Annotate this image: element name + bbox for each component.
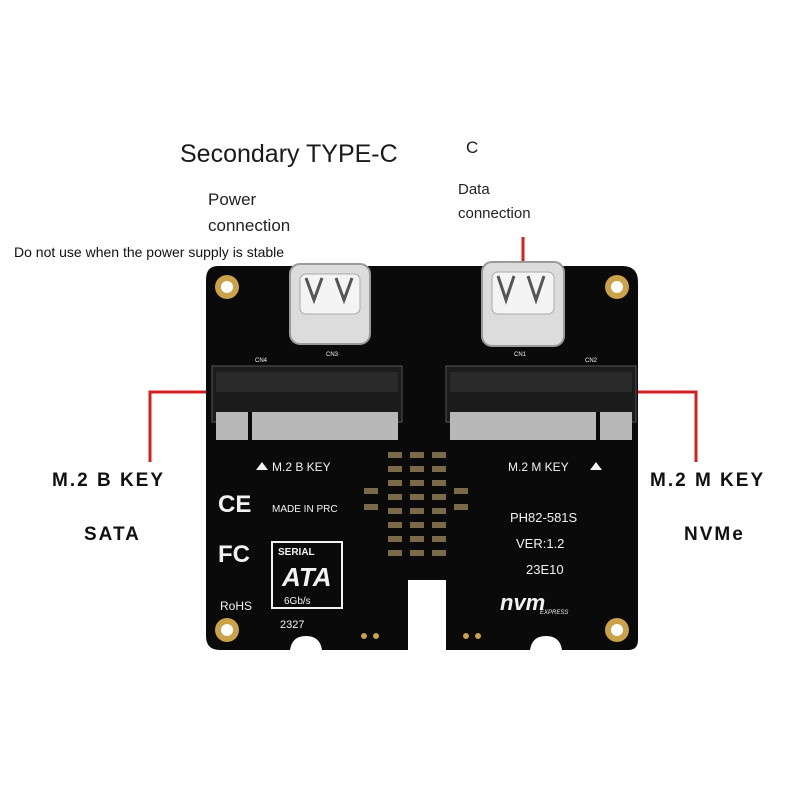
model-number: PH82-581S	[510, 510, 578, 525]
right-protocol-label: NVMe	[684, 524, 745, 545]
cn3-label: CN3	[326, 352, 339, 358]
date-code: 23E10	[526, 562, 564, 577]
svg-text:SERIAL: SERIAL	[278, 547, 315, 558]
rohs-mark: RoHS	[220, 599, 252, 613]
lot-code: 2327	[280, 619, 304, 631]
version-label: VER:1.2	[516, 536, 564, 551]
up-arrow-icon	[256, 462, 268, 470]
power-connection-label-line1: Power	[208, 190, 257, 209]
left-leader-line	[148, 390, 212, 462]
made-in-label: MADE IN PRC	[272, 504, 338, 515]
data-connection-label-line2: connection	[458, 205, 531, 222]
ce-mark: CE	[218, 491, 251, 518]
up-arrow-icon	[590, 462, 602, 470]
right-leader-line	[638, 390, 698, 462]
fc-mark: FC	[218, 541, 250, 568]
cn4-label: CN4	[255, 358, 268, 364]
right-key-label: M.2 M KEY	[650, 470, 766, 491]
svg-text:6Gb/s: 6Gb/s	[284, 596, 311, 607]
left-protocol-label: SATA	[84, 524, 141, 545]
board-b-key-label: M.2 B KEY	[272, 460, 331, 474]
secondary-typec-connector	[289, 263, 371, 345]
c-mark-label: C	[466, 138, 479, 157]
cn2-label: CN2	[585, 358, 598, 364]
nvm-express-logo: nvm	[500, 590, 545, 615]
serial-ata-logo: SERIAL ATA 6Gb/s	[271, 541, 343, 609]
svg-text:ATA: ATA	[281, 562, 332, 592]
m2-b-key-slot	[211, 365, 403, 440]
m2-m-key-slot	[445, 365, 637, 440]
primary-typec-connector	[481, 261, 565, 347]
secondary-typec-title: Secondary TYPE-C	[180, 140, 398, 168]
nvm-express-sub: EXPRESS	[540, 610, 568, 616]
data-connection-label-line1: Data	[458, 181, 490, 198]
mounting-holes	[215, 275, 629, 642]
board-m-key-label: M.2 M KEY	[508, 460, 569, 474]
power-supply-note: Do not use when the power supply is stab…	[14, 244, 285, 260]
cn1-label: CN1	[514, 352, 527, 358]
component-cluster	[364, 452, 468, 556]
left-key-label: M.2 B KEY	[52, 470, 166, 491]
power-connection-label-line2: connection	[208, 216, 291, 235]
